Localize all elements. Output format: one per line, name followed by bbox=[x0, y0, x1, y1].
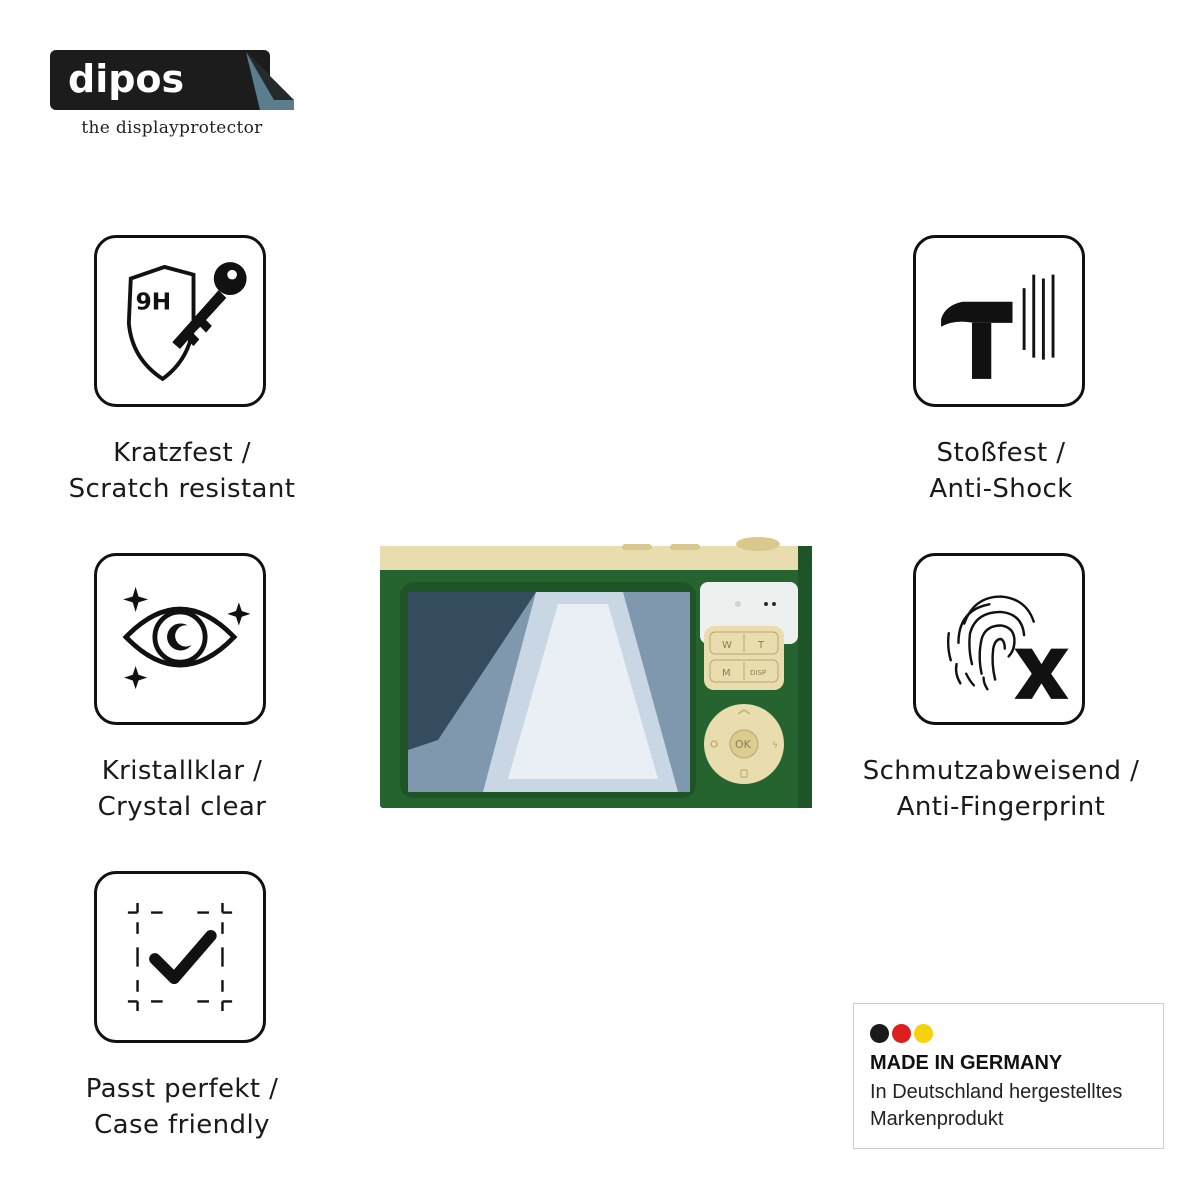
feature-scratch-resistant: 9H Kratzfest / Scratch resistant bbox=[32, 235, 332, 515]
feature-label-en: Case friendly bbox=[94, 1110, 270, 1140]
shield-key-9h-icon: 9H bbox=[126, 262, 247, 382]
feature-icon-box bbox=[913, 235, 1085, 407]
feature-anti-shock: Stoßfest / Anti-Shock bbox=[851, 235, 1151, 515]
eye-sparkle-icon bbox=[122, 586, 251, 690]
made-in-germany-badge: MADE IN GERMANY In Deutschland hergestel… bbox=[853, 1003, 1164, 1149]
made-in-germany-line2: Markenprodukt bbox=[870, 1108, 1004, 1130]
badge-9h: 9H bbox=[136, 289, 172, 315]
feature-anti-fingerprint: Schmutzabweisend / Anti-Fingerprint bbox=[851, 553, 1151, 833]
made-in-germany-title: MADE IN GERMANY bbox=[870, 1052, 1063, 1074]
logo-badge: dipos bbox=[50, 50, 294, 110]
camera-illustration: W T M DISP OK ϟ bbox=[378, 534, 818, 810]
zoom-wide-button[interactable]: W bbox=[722, 640, 732, 651]
camera-back-graphic: W T M DISP OK ϟ bbox=[380, 537, 812, 808]
germany-flag-dots bbox=[870, 1024, 936, 1044]
feature-label-en: Anti-Fingerprint bbox=[896, 792, 1106, 822]
hammer-icon bbox=[941, 274, 1055, 379]
feature-icon-box bbox=[94, 553, 266, 725]
feature-case-friendly: Passt perfekt / Case friendly bbox=[32, 871, 332, 1151]
mode-button[interactable]: M bbox=[722, 668, 731, 679]
brand-logo: dipos bbox=[50, 50, 295, 112]
flag-dot-black bbox=[870, 1024, 889, 1043]
made-in-germany-line1: In Deutschland hergestelltes bbox=[870, 1081, 1123, 1103]
feature-label-de: Passt perfekt / bbox=[85, 1074, 279, 1104]
feature-label-en: Anti-Shock bbox=[929, 474, 1073, 504]
fingerprint-x-icon bbox=[946, 595, 1069, 699]
ok-button[interactable]: OK bbox=[735, 738, 752, 751]
flag-dot-gold bbox=[914, 1024, 933, 1043]
feature-icon-box: 9H bbox=[94, 235, 266, 407]
feature-label-en: Scratch resistant bbox=[68, 474, 296, 504]
disp-button[interactable]: DISP bbox=[750, 669, 766, 677]
feature-icon-box bbox=[913, 553, 1085, 725]
feature-crystal-clear: Kristallklar / Crystal clear bbox=[32, 553, 332, 833]
flag-dot-red bbox=[892, 1024, 911, 1043]
feature-icon-box bbox=[94, 871, 266, 1043]
svg-text:ϟ: ϟ bbox=[772, 741, 778, 751]
feature-label-de: Kristallklar / bbox=[101, 756, 263, 786]
feature-label-en: Crystal clear bbox=[97, 792, 267, 822]
logo-wordmark: dipos bbox=[68, 57, 184, 101]
feature-label-de: Schmutzabweisend / bbox=[862, 756, 1140, 786]
logo-tagline: the displayprotector bbox=[81, 118, 263, 138]
feature-label-de: Stoßfest / bbox=[936, 438, 1066, 468]
feature-label-de: Kratzfest / bbox=[113, 438, 251, 468]
checkmark-frame-icon bbox=[127, 902, 233, 1012]
zoom-tele-button[interactable]: T bbox=[757, 640, 765, 651]
